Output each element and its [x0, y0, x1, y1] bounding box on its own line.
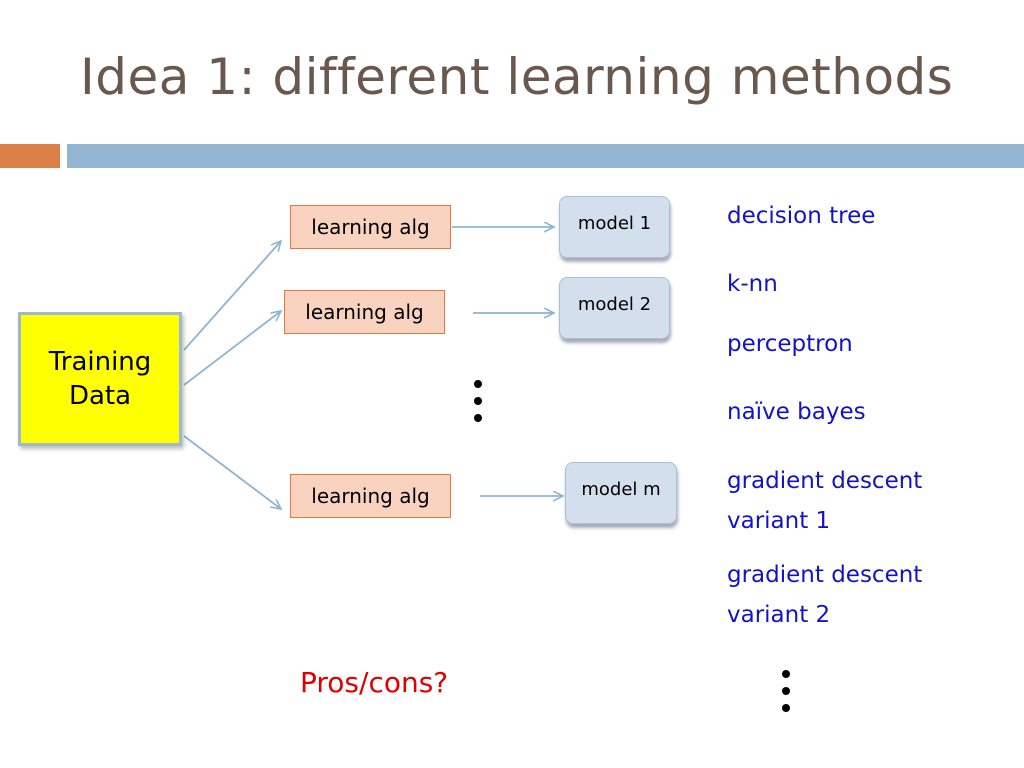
- method-decision-tree: decision tree: [727, 203, 876, 229]
- model-box-2: model 2: [559, 277, 670, 339]
- pros-cons-question: Pros/cons?: [300, 666, 449, 699]
- method-k-nn: k-nn: [727, 271, 778, 297]
- arrow-training-to-alg-2: [183, 311, 281, 386]
- arrow-training-to-alg-1: [183, 241, 281, 351]
- training-data-box: Training Data: [18, 312, 182, 446]
- model-box-1: model 1: [559, 196, 670, 258]
- learning-alg-box-2: learning alg: [284, 290, 445, 334]
- method-gradient-descent-variant-1: gradient descent variant 1: [727, 468, 923, 534]
- method-naive-bayes: naïve bayes: [727, 399, 866, 425]
- method-perceptron: perceptron: [727, 331, 853, 357]
- learning-alg-box-3: learning alg: [290, 474, 451, 518]
- model-box-m: model m: [565, 462, 677, 524]
- method-gradient-descent-variant-2: gradient descent variant 2: [727, 562, 923, 628]
- ellipsis-vertical-methods: [782, 670, 792, 714]
- ellipsis-vertical-models: [474, 380, 484, 424]
- accent-bar-orange: [0, 144, 60, 168]
- slide-title: Idea 1: different learning methods: [80, 48, 954, 106]
- accent-bar-blue: [67, 144, 1024, 168]
- arrow-training-to-alg-3: [183, 435, 281, 509]
- learning-alg-box-1: learning alg: [290, 205, 451, 249]
